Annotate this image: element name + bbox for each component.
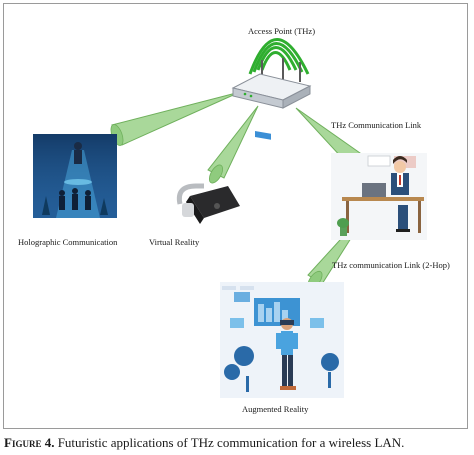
thz-link-2hop-label: THz communication Link (2-Hop)	[332, 260, 450, 270]
beam-to-virtual-reality	[207, 105, 259, 184]
hologram-icon	[33, 134, 117, 218]
figure-caption: Figure 4. Futuristic applications of THz…	[4, 435, 474, 451]
vr-headset-icon	[176, 183, 240, 224]
office-worker-icon	[331, 153, 427, 240]
figure-frame	[3, 3, 468, 429]
caption-figure-number: Figure 4.	[4, 435, 55, 450]
diagram-canvas	[33, 38, 427, 398]
beam-to-holographic	[110, 91, 241, 146]
augmented-reality-icon	[220, 282, 344, 398]
thz-link-label: THz Communication Link	[331, 120, 422, 130]
router-icon	[231, 38, 312, 140]
holographic-label: Holographic Communication	[18, 237, 118, 247]
virtual-reality-label: Virtual Reality	[149, 237, 200, 247]
augmented-reality-label: Augmented Reality	[242, 404, 309, 414]
access-point-label: Access Point (THz)	[248, 26, 316, 36]
caption-text: Futuristic applications of THz communica…	[54, 435, 405, 450]
